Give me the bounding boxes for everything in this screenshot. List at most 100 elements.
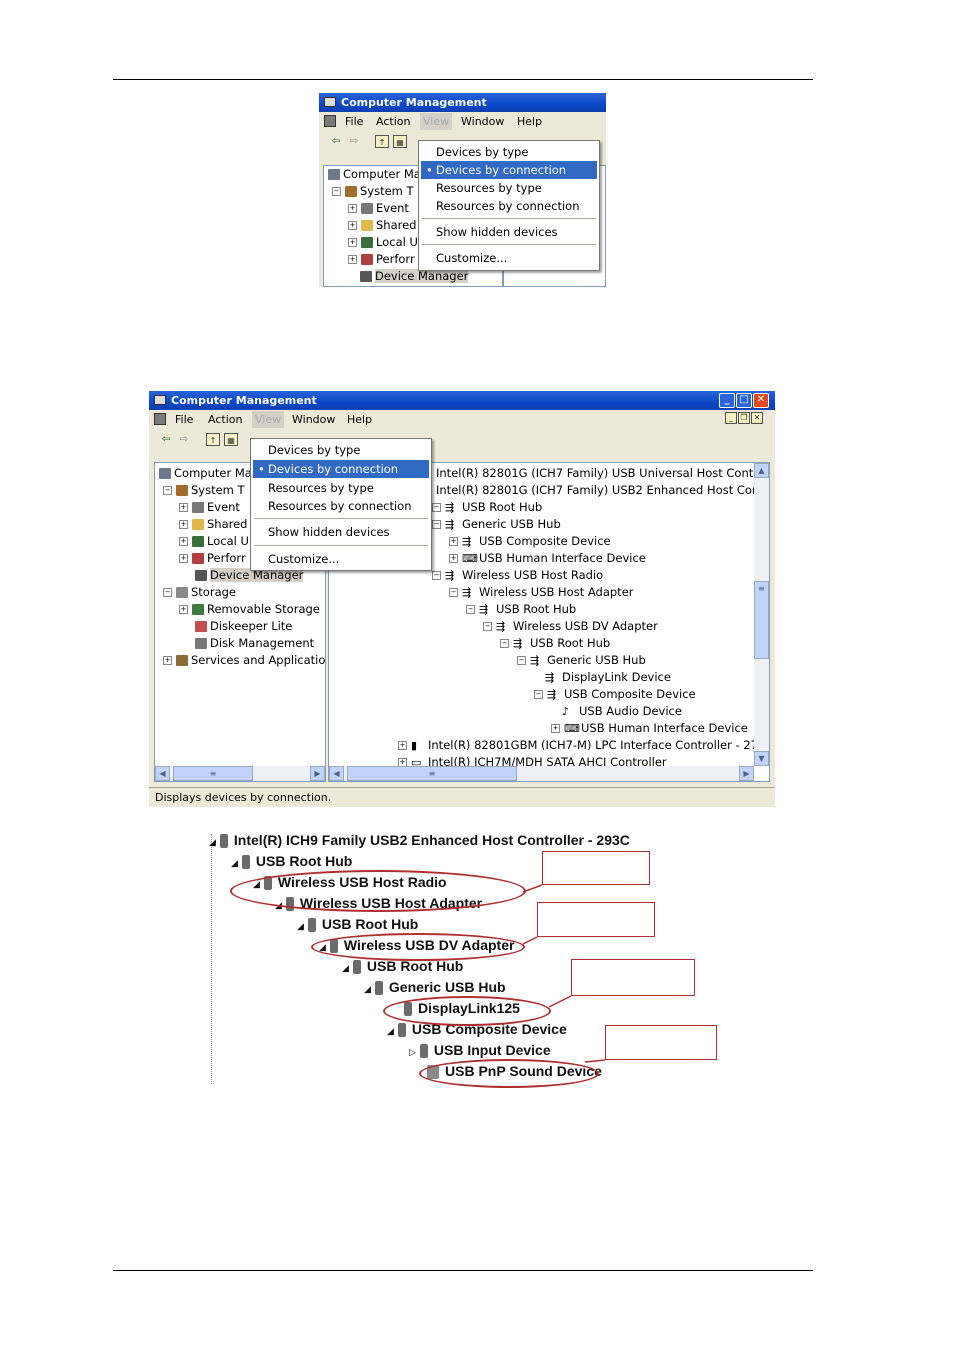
collapse-icon[interactable]: −: [432, 520, 441, 529]
expand-icon[interactable]: +: [348, 204, 357, 213]
tree-node[interactable]: −⇶Wireless USB DV Adapter: [483, 619, 658, 633]
back-arrow-icon[interactable]: ⇦: [331, 136, 341, 147]
menu-window[interactable]: Window: [292, 413, 336, 426]
expand-icon[interactable]: +: [163, 656, 172, 665]
collapse-icon[interactable]: −: [500, 639, 509, 648]
menu-item-devices-by-connection[interactable]: •Devices by connection: [253, 460, 429, 478]
menu-item-show-hidden-devices[interactable]: Show hidden devices: [436, 225, 558, 239]
menu-item-customize[interactable]: Customize...: [268, 552, 340, 566]
menu-item-resources-by-connection[interactable]: Resources by connection: [268, 499, 412, 513]
tree-node[interactable]: +▭Intel(R) ICH7M/MDH SATA AHCI Controlle…: [398, 755, 667, 769]
menu-help[interactable]: Help: [347, 413, 373, 426]
close-button[interactable]: ✕: [753, 393, 769, 408]
expand-icon[interactable]: +: [348, 221, 357, 230]
scroll-right-icon[interactable]: ▶: [739, 766, 754, 781]
right-vertical-scrollbar[interactable]: ▲ ≡ ▼: [754, 463, 769, 766]
expand-icon[interactable]: +: [179, 503, 188, 512]
collapse-icon[interactable]: −: [332, 187, 341, 196]
tree-event-viewer[interactable]: +Event: [179, 500, 240, 514]
menu-item-customize[interactable]: Customize...: [436, 251, 508, 265]
menu-view[interactable]: View: [420, 113, 453, 130]
tree-performance[interactable]: +Perforr: [179, 551, 246, 565]
tree-node[interactable]: +⇶USB Composite Device: [449, 534, 611, 548]
tree-node[interactable]: −⇶USB Root Hub: [466, 602, 577, 616]
tree-computer-management[interactable]: Computer Ma: [328, 166, 421, 182]
back-arrow-icon[interactable]: ⇦: [161, 434, 171, 445]
scroll-left-icon[interactable]: ◀: [329, 766, 344, 781]
scroll-left-icon[interactable]: ◀: [155, 766, 170, 781]
expand-icon[interactable]: +: [179, 605, 188, 614]
expand-icon[interactable]: +: [179, 537, 188, 546]
tree-system-tools[interactable]: −System T: [332, 184, 414, 198]
expand-triangle-icon[interactable]: ◢: [297, 921, 304, 931]
w7-node[interactable]: ◢Generic USB Hub: [364, 979, 506, 996]
tree-shared-folders[interactable]: +Shared: [179, 517, 248, 531]
menu-view[interactable]: View: [252, 411, 285, 428]
expand-icon[interactable]: +: [179, 520, 188, 529]
app-menu-icon[interactable]: [324, 115, 336, 127]
mdi-minimize-icon[interactable]: _: [725, 412, 737, 424]
menu-action[interactable]: Action: [376, 115, 411, 128]
w7-node[interactable]: ▷USB Input Device: [409, 1042, 551, 1059]
scroll-up-icon[interactable]: ▲: [754, 463, 769, 478]
left-horizontal-scrollbar[interactable]: ◀ ≡ ▶: [155, 766, 325, 781]
expand-triangle-icon[interactable]: ◢: [209, 837, 216, 847]
tree-node[interactable]: +⌨USB Human Interface Device: [551, 721, 748, 735]
scroll-thumb[interactable]: ≡: [173, 766, 253, 781]
tree-node[interactable]: ♪USB Audio Device: [562, 704, 682, 718]
tree-removable-storage[interactable]: +Removable Storage: [179, 602, 320, 616]
maximize-button[interactable]: □: [736, 393, 752, 408]
collapse-icon[interactable]: −: [517, 656, 526, 665]
collapse-icon[interactable]: −: [163, 486, 172, 495]
tree-node[interactable]: +⌨USB Human Interface Device: [449, 551, 646, 565]
app-menu-icon[interactable]: [154, 413, 166, 425]
menu-item-resources-by-connection[interactable]: Resources by connection: [436, 199, 580, 213]
tree-storage[interactable]: −Storage: [163, 585, 236, 599]
menu-item-devices-by-connection[interactable]: •Devices by connection: [421, 161, 597, 179]
minimize-button[interactable]: _: [719, 393, 735, 408]
tree-computer-management[interactable]: Computer Ma: [159, 465, 252, 481]
tree-performance[interactable]: +Perforr: [348, 252, 415, 266]
forward-arrow-icon[interactable]: ⇨: [179, 434, 189, 445]
tree-local-users[interactable]: +Local U: [348, 235, 418, 249]
forward-arrow-icon[interactable]: ⇨: [349, 136, 359, 147]
scroll-thumb[interactable]: ≡: [347, 766, 517, 781]
collapse-icon[interactable]: −: [163, 588, 172, 597]
menu-item-resources-by-type[interactable]: Resources by type: [436, 181, 542, 195]
tree-node[interactable]: −⇶USB Root Hub: [500, 636, 611, 650]
tree-disk-management[interactable]: Disk Management: [195, 635, 314, 651]
tree-system-tools[interactable]: −System T: [163, 483, 245, 497]
expand-icon[interactable]: +: [449, 554, 458, 563]
mdi-close-icon[interactable]: ✕: [751, 412, 763, 424]
menu-action[interactable]: Action: [208, 413, 243, 426]
tree-node[interactable]: +▮Intel(R) 82801GBM (ICH7-M) LPC Interfa…: [398, 738, 758, 752]
collapse-icon[interactable]: −: [449, 588, 458, 597]
tree-shared-folders[interactable]: +Shared: [348, 218, 417, 232]
scroll-right-icon[interactable]: ▶: [310, 766, 325, 781]
menu-item-devices-by-type[interactable]: Devices by type: [268, 443, 361, 457]
collapse-icon[interactable]: −: [534, 690, 543, 699]
expand-icon[interactable]: +: [348, 238, 357, 247]
expand-icon[interactable]: +: [179, 554, 188, 563]
show-hide-tree-icon[interactable]: ▦: [393, 135, 407, 148]
collapse-icon[interactable]: −: [432, 571, 441, 580]
tree-event-viewer[interactable]: +Event: [348, 201, 409, 215]
collapse-icon[interactable]: −: [466, 605, 475, 614]
tree-diskeeper-lite[interactable]: Diskeeper Lite: [195, 618, 292, 634]
scroll-down-icon[interactable]: ▼: [754, 751, 769, 766]
tree-node[interactable]: −⇶Generic USB Hub: [517, 653, 646, 667]
w7-node[interactable]: ◢USB Root Hub: [297, 916, 419, 933]
up-folder-icon[interactable]: ↑: [375, 135, 389, 148]
w7-node[interactable]: ◢Intel(R) ICH9 Family USB2 Enhanced Host…: [209, 832, 630, 849]
expand-triangle-icon[interactable]: ◢: [342, 963, 349, 973]
tree-node[interactable]: −⇶USB Composite Device: [534, 687, 696, 701]
tree-services-applications[interactable]: +Services and Applications: [163, 653, 326, 667]
show-hide-tree-icon[interactable]: ▦: [224, 433, 238, 446]
tree-node[interactable]: 🔌Intel(R) 82801G (ICH7 Family) USB Unive…: [419, 465, 768, 481]
collapse-icon[interactable]: −: [432, 503, 441, 512]
mdi-restore-icon[interactable]: ❐: [738, 412, 750, 424]
w7-node[interactable]: ◢USB Root Hub: [231, 853, 353, 870]
expand-triangle-icon[interactable]: ◢: [364, 984, 371, 994]
collapsed-triangle-icon[interactable]: ▷: [409, 1047, 416, 1057]
expand-icon[interactable]: +: [449, 537, 458, 546]
